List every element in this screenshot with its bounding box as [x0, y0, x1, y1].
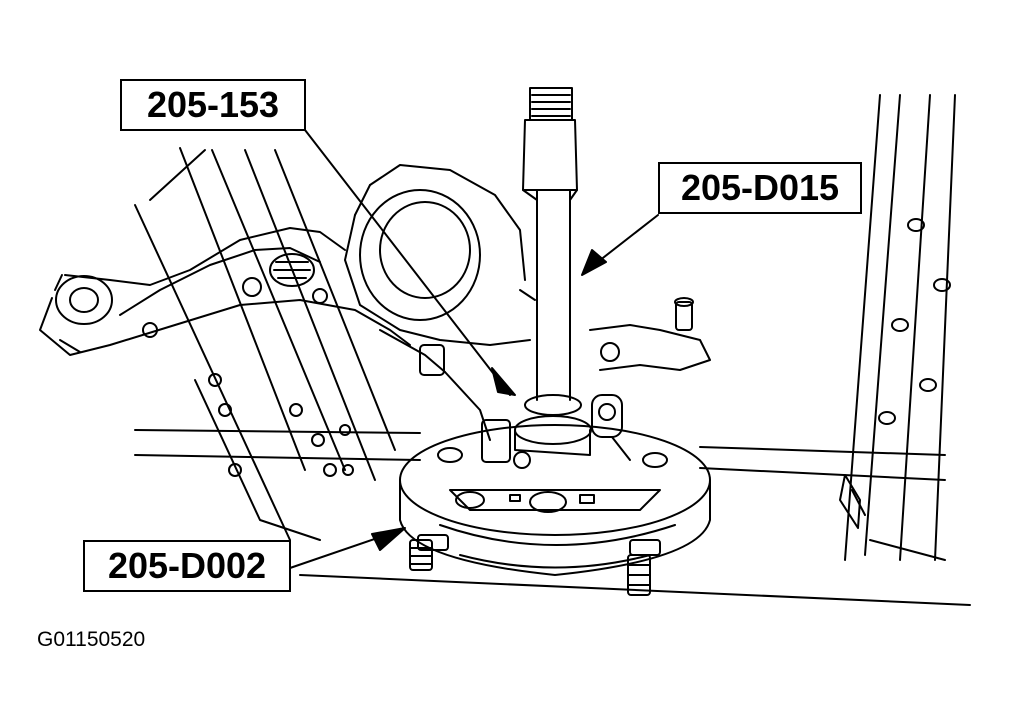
hub-assembly: [399, 394, 711, 576]
control-arm: [39, 227, 491, 441]
arrow-205-D015: [581, 249, 607, 276]
steering-knuckle: [344, 164, 711, 371]
wheel-studs: [409, 534, 661, 596]
spindle-rod: [514, 87, 592, 456]
figure-id: G01150520: [37, 628, 146, 651]
support-beams: [134, 429, 971, 606]
arrow-205-D002: [371, 527, 406, 551]
callout-205-153: 205-153: [120, 79, 306, 131]
callout-205-D002: 205-D002: [83, 540, 291, 592]
callout-205-D015: 205-D015: [658, 162, 862, 214]
leader-lines: [289, 129, 659, 569]
arrow-205-153: [491, 367, 516, 396]
right-frame-rail: [839, 94, 956, 561]
left-frame-rail: [134, 147, 396, 541]
